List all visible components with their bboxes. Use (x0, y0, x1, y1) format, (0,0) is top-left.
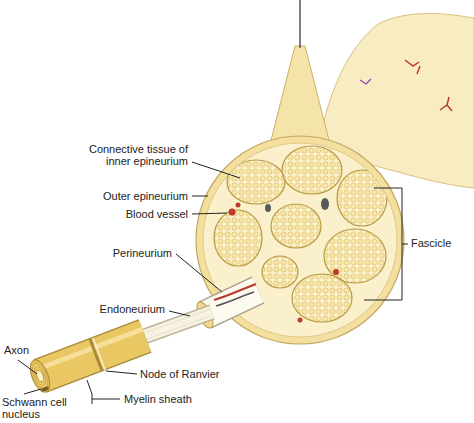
blood-vessel (321, 198, 329, 210)
blood-vessel (216, 292, 254, 306)
leader-line (18, 360, 37, 374)
part-label: Schwann cell nucleus (2, 396, 68, 420)
part-label: Axon (4, 344, 29, 357)
fascicle (262, 256, 298, 288)
myelin-highlight (38, 329, 143, 369)
part-label: Outer epineurium (103, 190, 188, 203)
leader-line (106, 371, 137, 374)
blood-vessel (265, 204, 271, 212)
fascicle (292, 274, 352, 322)
small-vessel (440, 97, 452, 111)
leader-line (192, 196, 208, 197)
part-label: Endoneurium (100, 303, 165, 316)
fascicle (271, 204, 321, 248)
node-of-ranvier (90, 339, 102, 371)
inner-epineurium (203, 143, 397, 337)
small-vessel (405, 60, 420, 74)
part-label: Fascicle (411, 237, 451, 250)
fascicle (282, 146, 342, 194)
outer-epineurium (196, 136, 404, 344)
blood-vessel (333, 269, 339, 275)
endoneurium-strand (140, 312, 212, 338)
myelin-layer (32, 365, 48, 387)
fascicle (324, 229, 386, 283)
part-label: Node of Ranvier (140, 368, 220, 381)
leader-line (192, 213, 227, 214)
leader-line (176, 254, 222, 292)
myelin-bracket (87, 380, 120, 404)
part-label: Connective tissue of inner epineurium (76, 143, 188, 167)
fascicle (227, 160, 285, 204)
blood-vessel (229, 209, 236, 216)
myelinated-axon (40, 336, 145, 376)
fascicle-bracket (364, 188, 408, 300)
blood-vessel (214, 284, 256, 300)
endoneurium-strand (140, 312, 212, 338)
fascicle (214, 210, 262, 266)
leader-line (192, 162, 240, 178)
suture-thread (299, 0, 301, 48)
schwann-nucleus (41, 386, 50, 393)
fascicle (337, 170, 387, 226)
myelinated-axon (40, 336, 145, 376)
part-label: Myelin sheath (124, 393, 192, 406)
endoneurium-fiber (142, 316, 210, 341)
small-vessel (360, 79, 371, 84)
blood-vessel (236, 203, 241, 208)
part-label: Blood vessel (126, 208, 188, 221)
node-of-ranvier (93, 338, 105, 370)
blood-vessel (298, 318, 303, 323)
myelin-layer (30, 362, 51, 391)
axon-core (35, 369, 45, 382)
leader-line (169, 311, 190, 316)
leader-line (24, 389, 41, 394)
part-label: Perineurium (113, 247, 172, 260)
